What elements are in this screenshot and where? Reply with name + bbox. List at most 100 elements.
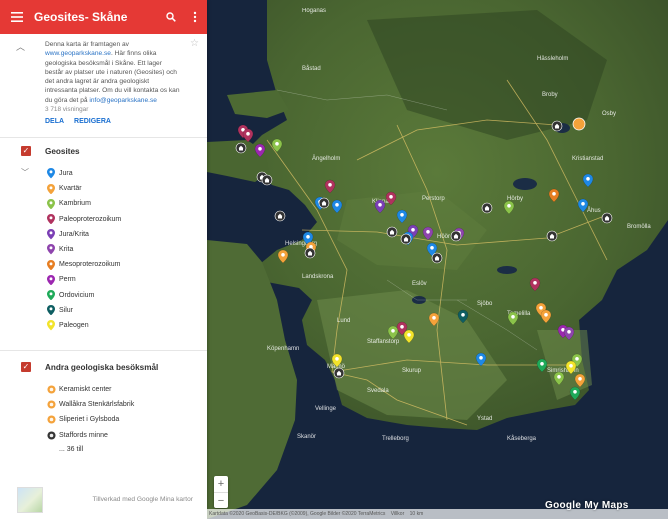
site-marker[interactable] [431,252,443,264]
map-pin[interactable] [374,199,386,214]
menu-button[interactable] [0,12,34,22]
pin-icon [45,305,57,316]
circle-icon [45,385,57,394]
place-label: Vellinge [315,406,337,412]
legend-item[interactable]: Jura [45,166,207,181]
legend-item[interactable]: Kvartär [45,181,207,196]
map-pin[interactable] [563,326,575,341]
map-pin[interactable] [254,143,266,158]
terms-link[interactable]: Villkor [390,511,405,517]
map-pin[interactable] [302,231,314,246]
more-options-button[interactable] [183,11,207,23]
site-marker[interactable] [400,233,412,245]
map-canvas[interactable]: HöganäsÄngelholmBåstadHelsingborgKlippan… [207,0,668,519]
pin-icon [45,198,57,210]
legend-item-label: Sliperiet i Gylsboda [59,416,120,424]
zoom-in-button[interactable]: + [214,476,228,493]
site-marker[interactable] [333,367,345,379]
view-count: 3 718 visningar [45,106,89,114]
pin-icon [45,168,57,179]
site-marker[interactable] [318,197,330,209]
map-pin[interactable] [385,191,397,206]
map-pin[interactable] [277,249,289,264]
site-marker[interactable] [261,174,273,186]
layer-checkbox[interactable]: ✓ [21,146,31,156]
map-pin[interactable] [331,353,343,368]
star-icon[interactable]: ☆ [190,38,199,49]
legend-item[interactable]: Sliperiet i Gylsboda [45,412,207,427]
legend-item[interactable]: Ordovicium [45,288,207,303]
map-pin[interactable] [503,200,515,215]
legend-item-label: Wallåkra Stenkärlsfabrik [59,401,135,409]
map-pin[interactable] [422,226,434,241]
chevron-down-icon[interactable]: ﹀ [21,168,29,177]
website-link[interactable]: www.geoparkskane.se [45,50,111,58]
map-pin[interactable] [577,198,589,213]
site-marker[interactable] [601,212,613,224]
search-button[interactable] [159,12,183,22]
collapse-chevron-icon[interactable]: ︿ [16,42,26,52]
place-label: Skanör [297,434,316,440]
map-pin[interactable] [457,309,469,324]
satellite-map[interactable]: HöganäsÄngelholmBåstadHelsingborgKlippan… [207,0,668,519]
map-pin[interactable] [569,386,581,401]
edit-button[interactable]: REDIGERA [74,118,111,126]
place-label: Höganäs [302,8,326,14]
site-marker[interactable] [304,247,316,259]
zoom-out-button[interactable]: − [217,495,225,507]
map-pin[interactable] [242,128,254,143]
legend-item[interactable]: Jura/Krita [45,227,207,242]
site-marker[interactable] [386,226,398,238]
map-pin[interactable] [582,173,594,188]
circle-icon [45,415,57,425]
email-link[interactable]: info@geoparkskane.se [89,96,157,104]
legend-item[interactable]: Staffords minne [45,428,207,443]
legend-item[interactable]: Krita [45,242,207,257]
scale-label: 10 km [409,511,424,517]
site-marker[interactable] [450,230,462,242]
map-pin[interactable] [548,188,560,203]
legend-item-label: Staffords minne [59,431,108,439]
share-button[interactable]: DELA [45,118,65,126]
legend-item[interactable]: Silur [45,303,207,318]
layer-checkbox[interactable]: ✓ [21,362,31,372]
more-items-link[interactable]: ... 36 till [59,445,84,453]
map-pin[interactable] [529,277,541,292]
map-pin[interactable] [271,138,283,153]
site-marker[interactable] [481,202,493,214]
map-thumbnail[interactable] [17,487,43,513]
legend-item[interactable]: Kambrium [45,196,207,211]
site-marker[interactable] [274,210,286,222]
site-marker[interactable] [546,230,558,242]
site-marker[interactable] [572,117,586,131]
pin-icon [45,320,57,331]
site-marker[interactable] [551,120,563,132]
legend-item-label: Paleoproterozoikum [59,215,122,223]
site-marker[interactable] [235,142,247,154]
map-pin[interactable] [553,371,565,386]
map-pin[interactable] [565,360,577,375]
legend-item[interactable]: Wallåkra Stenkärlsfabrik [45,397,207,412]
legend-item[interactable]: Keramiskt center [45,382,207,397]
map-pin[interactable] [536,358,548,373]
map-pin[interactable] [507,311,519,326]
map-pin[interactable] [428,312,440,327]
map-pin[interactable] [396,209,408,224]
map-pin[interactable] [574,373,586,388]
place-label: Simrishamn [547,368,579,374]
map-pin[interactable] [396,321,408,336]
map-pin[interactable] [426,242,438,257]
map-pin[interactable] [324,179,336,194]
legend-item[interactable]: Mesoproterozoikum [45,257,207,272]
map-pin[interactable] [540,309,552,324]
place-label: Båstad [302,65,321,72]
legend-item[interactable]: Paleogen [45,318,207,333]
map-pin[interactable] [331,199,343,214]
map-pin[interactable] [387,325,399,340]
legend-item[interactable]: Paleoproterozoikum [45,212,207,227]
map-pin[interactable] [403,329,415,344]
legend-item-label: Silur [59,306,74,314]
legend-item[interactable]: Perm [45,272,207,287]
map-pin[interactable] [475,352,487,367]
